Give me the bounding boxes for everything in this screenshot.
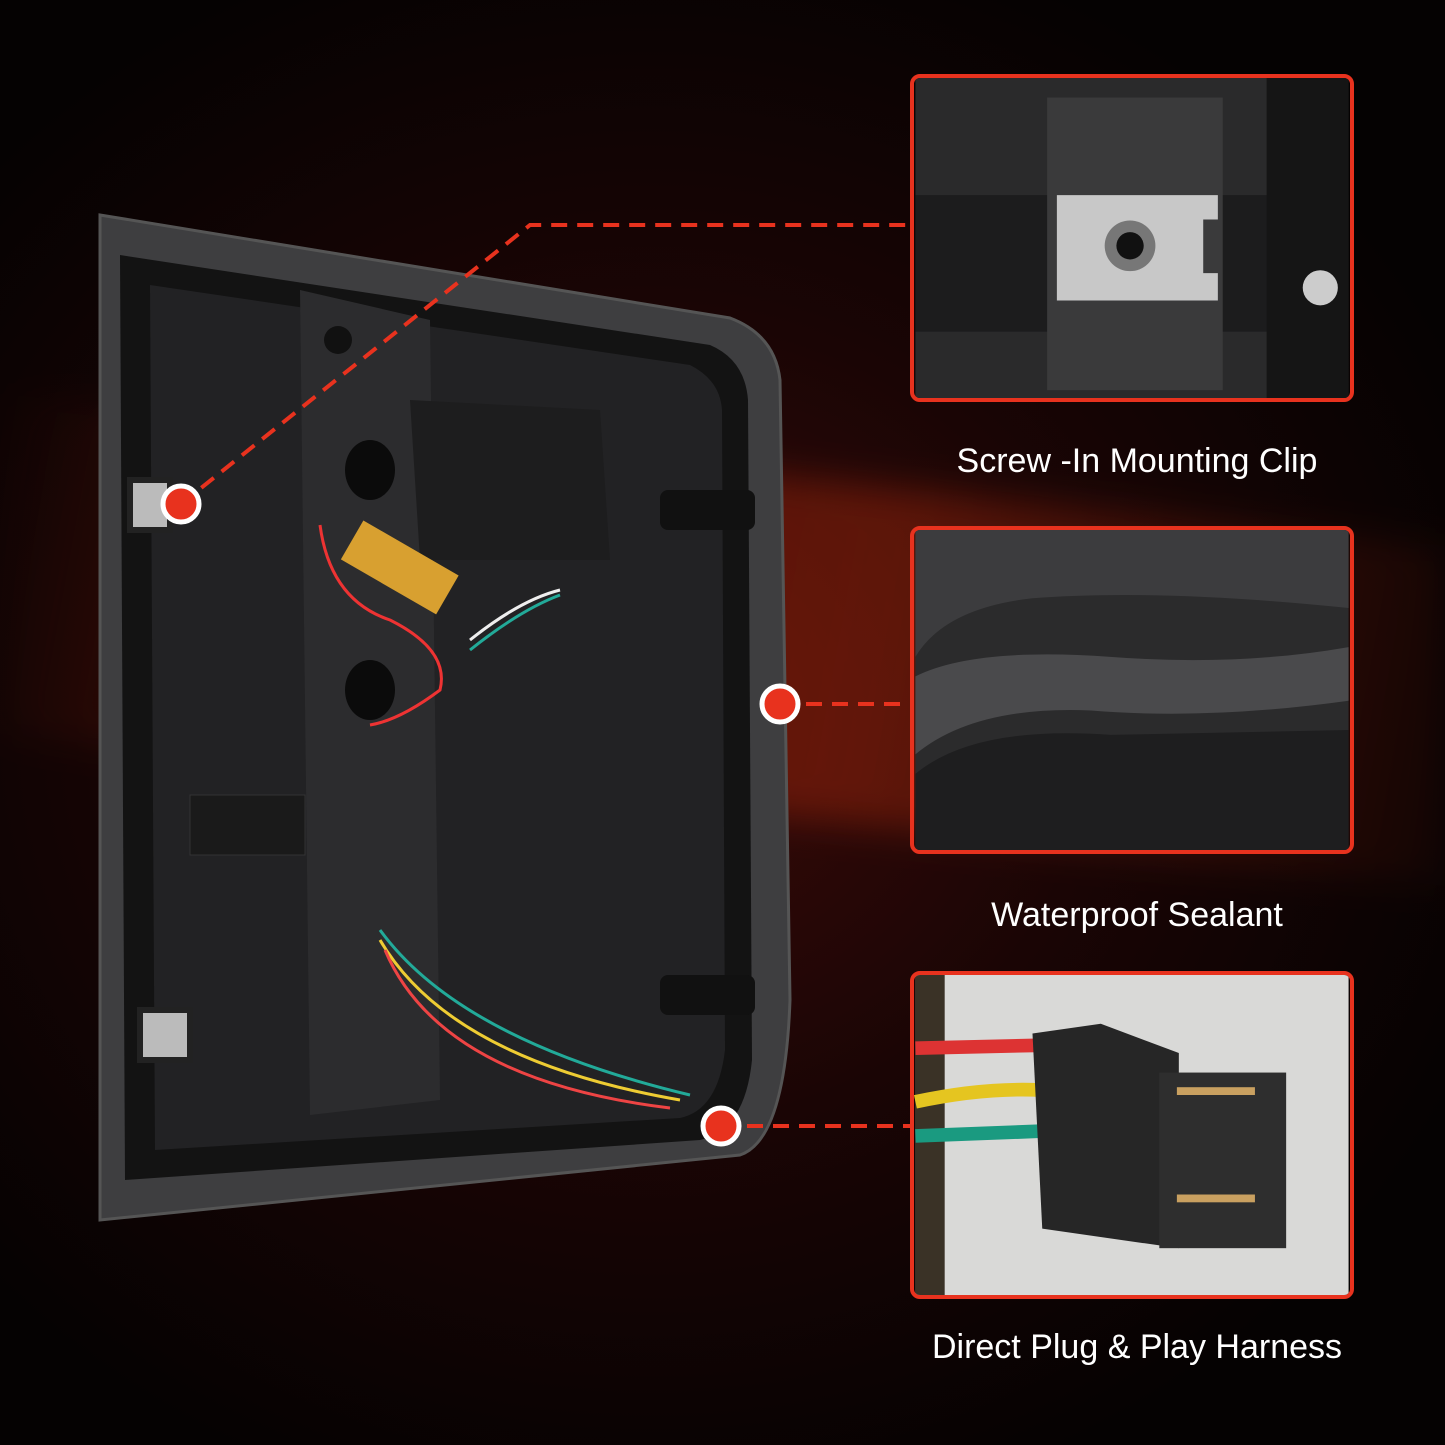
callout-dot-sealant: [759, 683, 801, 725]
harness-connector-icon: [914, 975, 1349, 1295]
sealant-label: Waterproof Sealant: [991, 896, 1283, 934]
callout-dot-clip: [160, 483, 202, 525]
mounting-clip-icon: [915, 78, 1349, 398]
harness-label: Direct Plug & Play Harness: [931, 1328, 1343, 1366]
sealant-icon: [915, 530, 1349, 850]
mounting-clip-label: Screw -In Mounting Clip: [956, 442, 1318, 480]
sealant-panel: [910, 526, 1354, 854]
callout-dot-harness: [700, 1105, 742, 1147]
mounting-clip-panel: [910, 74, 1354, 402]
harness-panel: [910, 971, 1354, 1299]
